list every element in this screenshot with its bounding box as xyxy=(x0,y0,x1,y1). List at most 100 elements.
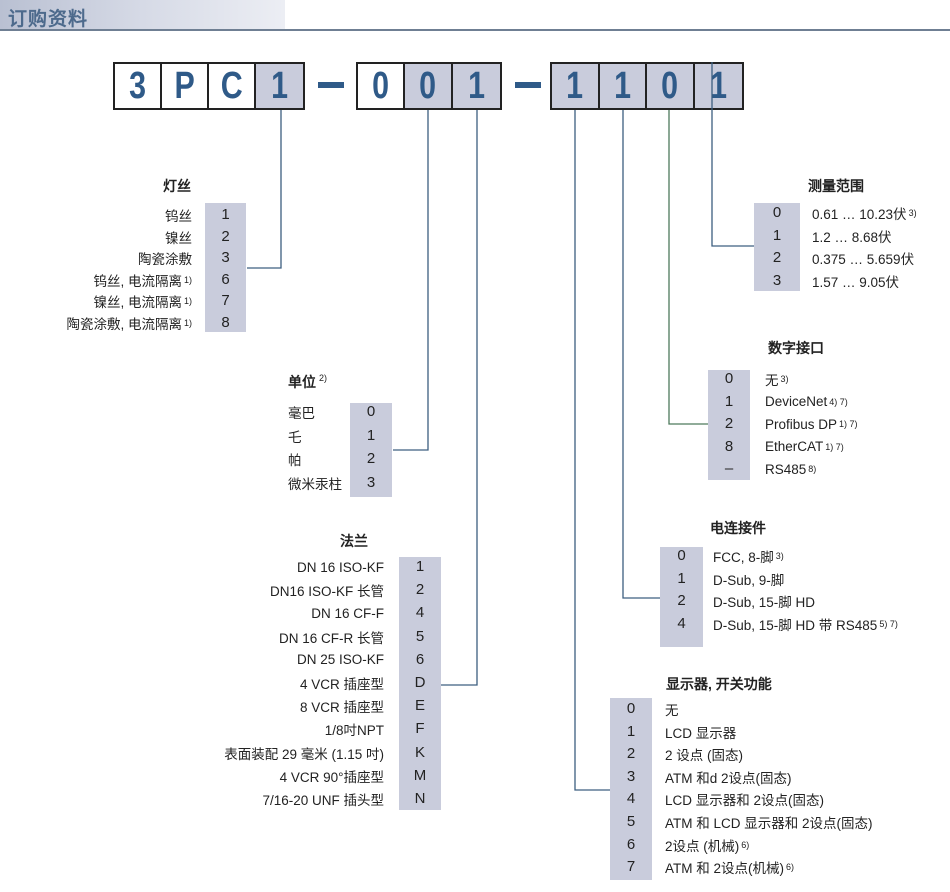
option-text: 帕 xyxy=(288,453,302,468)
filament-option-code: 7 xyxy=(221,292,230,310)
section-heading: 数字接口 xyxy=(768,340,824,356)
flange-option-code: 1 xyxy=(415,558,425,575)
filament-option-code: 8 xyxy=(221,314,230,331)
code-cell: 0 xyxy=(358,64,406,108)
option-text: D-Sub, 9-脚 xyxy=(713,572,785,588)
flange-code-column xyxy=(399,557,441,810)
display-option-code: 5 xyxy=(626,813,636,830)
option-text: 乇 xyxy=(288,429,302,445)
range-option-label: 0.375 … 5.659伏 xyxy=(812,248,914,268)
flange-option-label: DN16 ISO-KF 长管 xyxy=(270,580,384,600)
code-char: 1 xyxy=(467,64,485,107)
option-text: FCC, 8-脚 xyxy=(713,550,774,565)
display-option-label: ATM 和d 2设点(固态) xyxy=(665,767,792,787)
code-cell: 1 xyxy=(599,64,647,108)
option-text: 4 VCR 插座型 xyxy=(299,677,384,692)
line-connector xyxy=(622,110,660,599)
flange-option-label: DN 16 CF-F xyxy=(311,603,384,623)
option-text: ATM 和 2设点(机械) xyxy=(665,861,784,877)
option-text: DN 16 CF-F xyxy=(311,605,384,621)
flange-option-label: DN 25 ISO-KF xyxy=(297,650,384,670)
display-option-label: ATM 和 LCD 显示器和 2设点(固态) xyxy=(665,812,873,832)
unit-option-label: 毫巴 xyxy=(288,402,315,422)
footnote-ref: 5) 7) xyxy=(879,619,898,630)
display-option-code: 6 xyxy=(626,835,636,853)
connector-option-label: D-Sub, 9-脚 xyxy=(713,569,784,589)
filament-code-column xyxy=(205,203,246,332)
footnote-ref: 4) 7) xyxy=(829,396,848,407)
flange-option-code: F xyxy=(415,720,425,738)
section-heading: 法兰 xyxy=(340,533,368,549)
connector-option-code: 0 xyxy=(677,547,686,564)
digital-option-code: 0 xyxy=(724,370,734,387)
code-cell: C xyxy=(209,64,257,108)
code-cell: 1 xyxy=(552,64,600,108)
flange-title: 法兰 xyxy=(340,531,368,551)
range-option-label: 1.2 … 8.68伏 xyxy=(812,226,892,246)
flange-option-code: 6 xyxy=(415,650,425,668)
section-heading: 单位 xyxy=(288,374,316,390)
option-text: 无 xyxy=(665,703,679,718)
option-text: 陶瓷涂敷, 电流隔离 xyxy=(66,317,182,332)
flange-option-label: DN 16 CF-R 长管 xyxy=(279,627,384,647)
option-text: LCD 显示器和 2设点(固态) xyxy=(665,793,825,809)
header-divider xyxy=(0,29,950,31)
connector-option-code: 4 xyxy=(677,615,686,633)
flange-option-code: 4 xyxy=(415,604,425,622)
option-text: 0.375 … 5.659伏 xyxy=(812,252,915,267)
option-text: 微米汞柱 xyxy=(288,476,342,492)
display-option-label: 2 设点 (固态) xyxy=(665,744,743,764)
option-text: 7/16-20 UNF 插头型 xyxy=(262,793,384,808)
code-char: 1 xyxy=(613,64,631,107)
flange-option-label: DN 16 ISO-KF xyxy=(297,557,384,577)
option-text: DN 16 ISO-KF xyxy=(296,559,384,575)
flange-option-label: 1/8吋NPT xyxy=(325,719,384,739)
footnote-ref: 8) xyxy=(808,464,817,474)
filament-option-code: 2 xyxy=(221,227,230,245)
option-text: 4 VCR 90°插座型 xyxy=(279,769,384,785)
unit-option-code: 2 xyxy=(366,450,376,467)
option-text: D-Sub, 15-脚 HD 带 RS485 xyxy=(713,618,878,634)
option-text: EtherCAT xyxy=(765,439,824,454)
section-header: 订购资料 xyxy=(0,0,285,30)
code-cell: 1 xyxy=(256,64,304,108)
code-char: 1 xyxy=(709,64,727,107)
display-option-code: 2 xyxy=(626,745,636,763)
flange-option-code: E xyxy=(414,697,425,715)
footnote-ref: 1) xyxy=(183,318,192,328)
display-option-label: LCD 显示器 xyxy=(665,722,736,742)
filament-option-code: 1 xyxy=(221,206,230,223)
code-char: 0 xyxy=(372,64,390,107)
code-char: C xyxy=(220,64,243,107)
connector-code-column xyxy=(660,547,703,647)
range-option-label: 1.57 … 9.05伏 xyxy=(812,271,899,291)
option-text: ATM 和 LCD 显示器和 2设点(固态) xyxy=(665,816,873,831)
range-option-code: 3 xyxy=(772,271,782,289)
unit-option-code: 3 xyxy=(366,473,376,491)
flange-option-label: 表面装配 29 毫米 (1.15 吋) xyxy=(224,743,384,763)
footnote-ref: 2) xyxy=(319,373,328,384)
digital-option-code: 1 xyxy=(724,392,734,410)
option-text: Profibus DP xyxy=(765,416,838,432)
range-title: 测量范围 xyxy=(808,176,864,196)
filament-option-label: 钨丝 xyxy=(165,205,192,225)
option-text: LCD 显示器 xyxy=(665,725,737,741)
option-text: 表面装配 29 毫米 (1.15 吋) xyxy=(224,746,384,762)
footnote-ref: 6) xyxy=(741,839,750,850)
option-text: 1.2 … 8.68伏 xyxy=(812,229,892,245)
connector-title: 电连接件 xyxy=(710,518,766,538)
unit-option-label: 乇 xyxy=(288,426,302,446)
footnote-ref: 1) 7) xyxy=(839,419,858,429)
code-char: P xyxy=(174,64,195,107)
line-filament xyxy=(247,110,282,269)
